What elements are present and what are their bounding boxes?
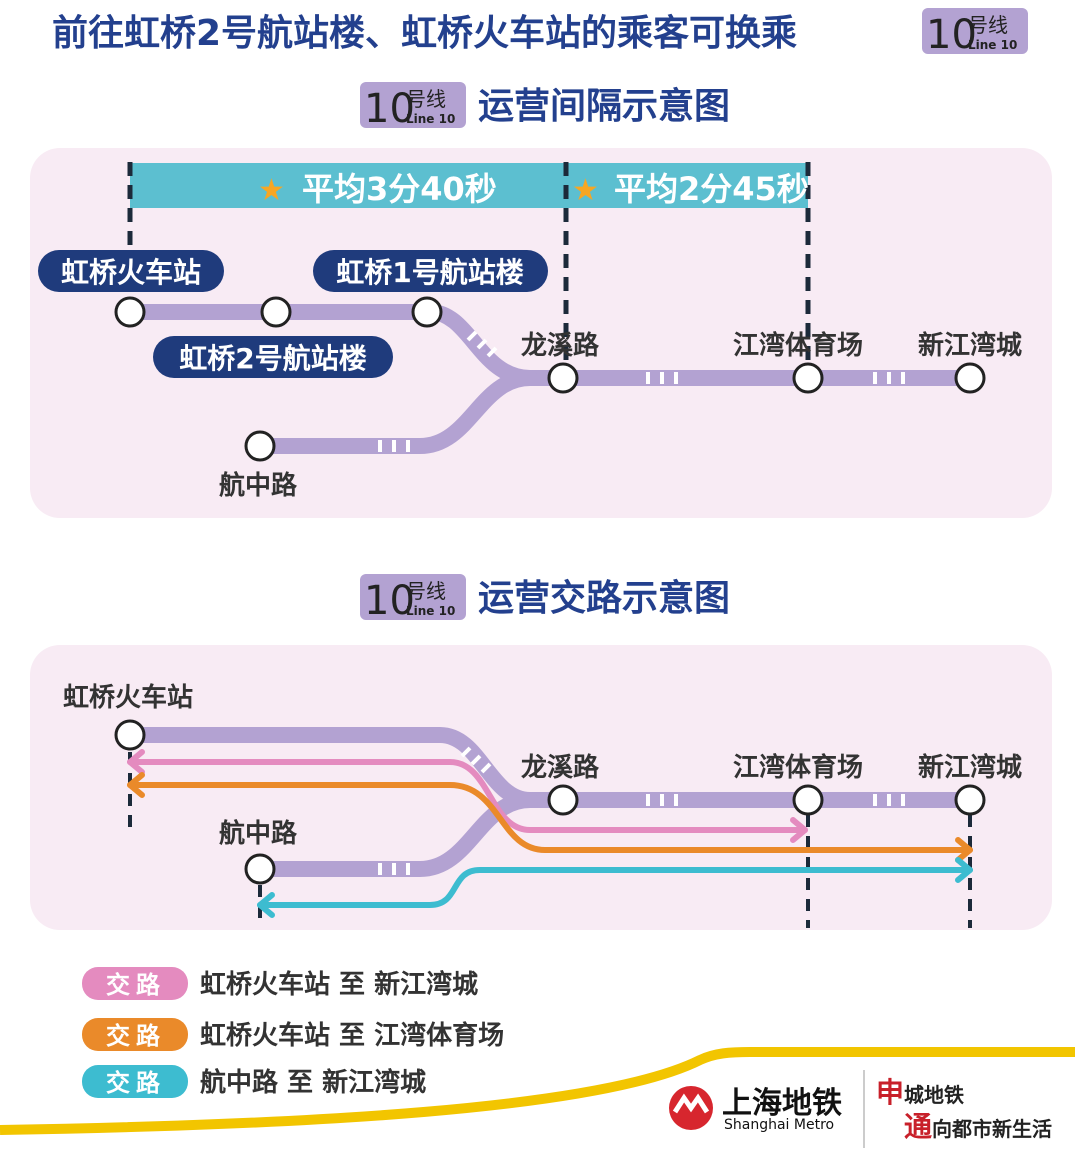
station-markers <box>114 719 986 885</box>
svg-text:申城地铁: 申城地铁 <box>876 1076 964 1109</box>
svg-text:交路: 交路 <box>106 1069 166 1097</box>
svg-text:平均3分40秒: 平均3分40秒 <box>302 170 497 208</box>
svg-text:交路: 交路 <box>106 1022 166 1050</box>
line10-badge: 10 号线 Line 10 <box>922 8 1028 58</box>
svg-text:10: 10 <box>926 12 977 58</box>
svg-text:号线: 号线 <box>406 87 446 111</box>
station-hangzhong: 航中路 <box>219 470 298 501</box>
station-hongqiao-t2: 虹桥2号航站楼 <box>153 336 393 378</box>
star-icon: ★ <box>572 173 599 208</box>
svg-text:通向都市新生活: 通向都市新生活 <box>904 1110 1052 1143</box>
svg-text:10: 10 <box>364 578 415 624</box>
track-break-marks <box>378 746 905 875</box>
svg-text:虹桥火车站 至 新江湾城: 虹桥火车站 至 新江湾城 <box>200 969 478 1000</box>
interval-dividers <box>127 162 811 362</box>
route-teal <box>257 857 973 918</box>
svg-text:虹桥火车站: 虹桥火车站 <box>61 256 201 289</box>
svg-text:号线: 号线 <box>406 579 446 603</box>
interval-diagram-title: 运营间隔示意图 <box>478 86 730 127</box>
svg-text:Line 10: Line 10 <box>968 38 1017 52</box>
legend-item-orange: 交路 虹桥火车站 至 江湾体育场 <box>82 1018 504 1051</box>
legend-item-pink: 交路 虹桥火车站 至 新江湾城 <box>82 967 478 1000</box>
star-icon: ★ <box>258 173 285 208</box>
svg-text:Line 10: Line 10 <box>406 604 455 618</box>
station-markers <box>114 296 986 462</box>
svg-text:航中路 至 新江湾城: 航中路 至 新江湾城 <box>200 1067 426 1098</box>
station-jiangwan-stadium: 江湾体育场 <box>733 330 863 361</box>
shanghai-metro-logo: 上海地铁 Shanghai Metro <box>669 1086 842 1133</box>
station-hangzhong: 航中路 <box>219 818 298 849</box>
station-xinjiangwan: 新江湾城 <box>918 330 1022 361</box>
svg-text:上海地铁: 上海地铁 <box>722 1086 842 1121</box>
track-break-marks <box>378 330 905 452</box>
svg-text:Line 10: Line 10 <box>406 112 455 126</box>
station-hongqiao-railway: 虹桥火车站 <box>63 682 193 713</box>
svg-text:10: 10 <box>364 86 415 132</box>
svg-text:虹桥1号航站楼: 虹桥1号航站楼 <box>336 256 523 289</box>
route-pink <box>127 749 808 843</box>
route-orange <box>127 772 973 863</box>
interval-2: ★ 平均2分45秒 <box>572 170 809 208</box>
slogan: 申城地铁 通向都市新生活 <box>876 1076 1052 1143</box>
station-xinjiangwan: 新江湾城 <box>918 752 1022 783</box>
routing-diagram-title: 运营交路示意图 <box>478 577 730 619</box>
svg-text:Shanghai Metro: Shanghai Metro <box>724 1117 834 1133</box>
station-longxi: 龙溪路 <box>521 330 600 361</box>
page-title: 前往虹桥2号航站楼、虹桥火车站的乘客可换乘 <box>52 12 797 54</box>
station-hongqiao-t1: 虹桥1号航站楼 <box>313 250 548 292</box>
svg-text:虹桥2号航站楼: 虹桥2号航站楼 <box>179 342 366 375</box>
route-terminal-markers <box>128 752 972 928</box>
legend-item-teal: 交路 航中路 至 新江湾城 <box>82 1065 426 1098</box>
footer-line <box>0 1047 1075 1135</box>
station-hongqiao-railway: 虹桥火车站 <box>38 250 224 292</box>
interval-panel <box>30 148 1052 518</box>
line10-badge: 10 号线 Line 10 <box>360 82 466 132</box>
interval-1: ★ 平均3分40秒 <box>258 170 497 208</box>
station-jiangwan-stadium: 江湾体育场 <box>733 752 863 783</box>
routing-panel <box>30 645 1052 930</box>
line10-badge: 10 号线 Line 10 <box>360 574 466 624</box>
svg-text:号线: 号线 <box>968 13 1008 37</box>
svg-text:虹桥火车站 至 江湾体育场: 虹桥火车站 至 江湾体育场 <box>200 1020 504 1051</box>
station-longxi: 龙溪路 <box>521 752 600 783</box>
svg-text:平均2分45秒: 平均2分45秒 <box>614 170 809 208</box>
svg-text:交路: 交路 <box>106 971 166 999</box>
interval-bar <box>130 163 808 208</box>
